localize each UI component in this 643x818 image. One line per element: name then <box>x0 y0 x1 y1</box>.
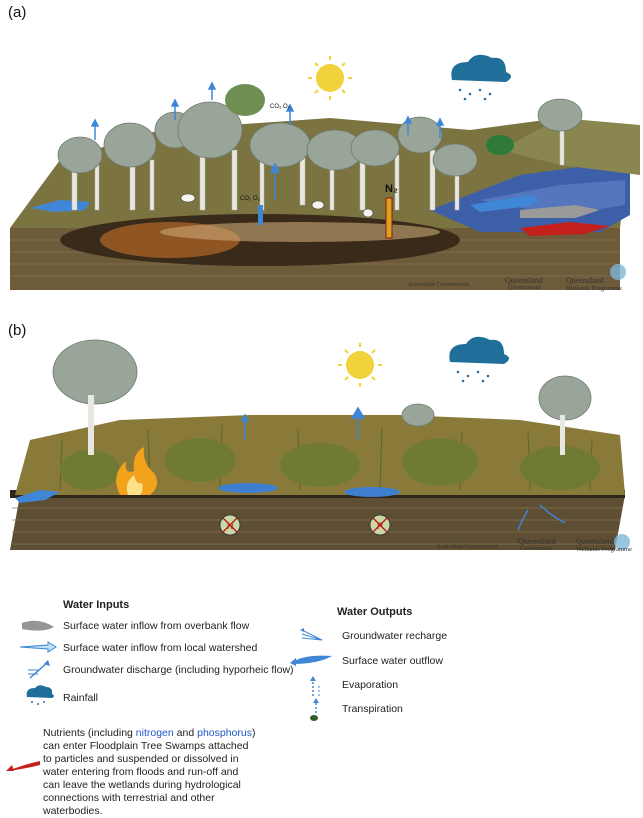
overbank-flow-icon <box>20 617 56 633</box>
surface-outflow-arrow-icon <box>288 653 336 667</box>
rain-cloud-icon <box>24 685 54 707</box>
legend-output-surface-outflow: Surface water outflow <box>342 655 443 667</box>
legend-input-groundwater: Groundwater discharge (including hyporhe… <box>63 664 294 676</box>
groundwater-discharge-icon <box>26 658 54 680</box>
water-outputs-heading: Water Outputs <box>337 606 412 618</box>
legend-output-evaporation: Evaporation <box>342 679 398 691</box>
water-inputs-heading: Water Inputs <box>63 599 129 611</box>
legend-output-groundwater-recharge: Groundwater recharge <box>342 630 447 642</box>
legend-output-transpiration: Transpiration <box>342 703 403 715</box>
legend-input-local-watershed: Surface water inflow from local watershe… <box>63 642 257 654</box>
local-watershed-arrow-icon <box>18 641 58 653</box>
transpiration-icon <box>306 697 326 723</box>
groundwater-recharge-icon <box>298 626 328 644</box>
legend-input-overbank: Surface water inflow from overbank flow <box>63 620 249 632</box>
nutrient-arrow-icon <box>4 757 44 773</box>
evaporation-icon <box>305 674 325 698</box>
nutrients-note: Nutrients (including nitrogen and phosph… <box>43 727 258 818</box>
nitrogen-term: nitrogen <box>136 727 174 739</box>
legend-input-rainfall: Rainfall <box>63 692 98 704</box>
phosphorus-term: phosphorus <box>197 727 252 739</box>
